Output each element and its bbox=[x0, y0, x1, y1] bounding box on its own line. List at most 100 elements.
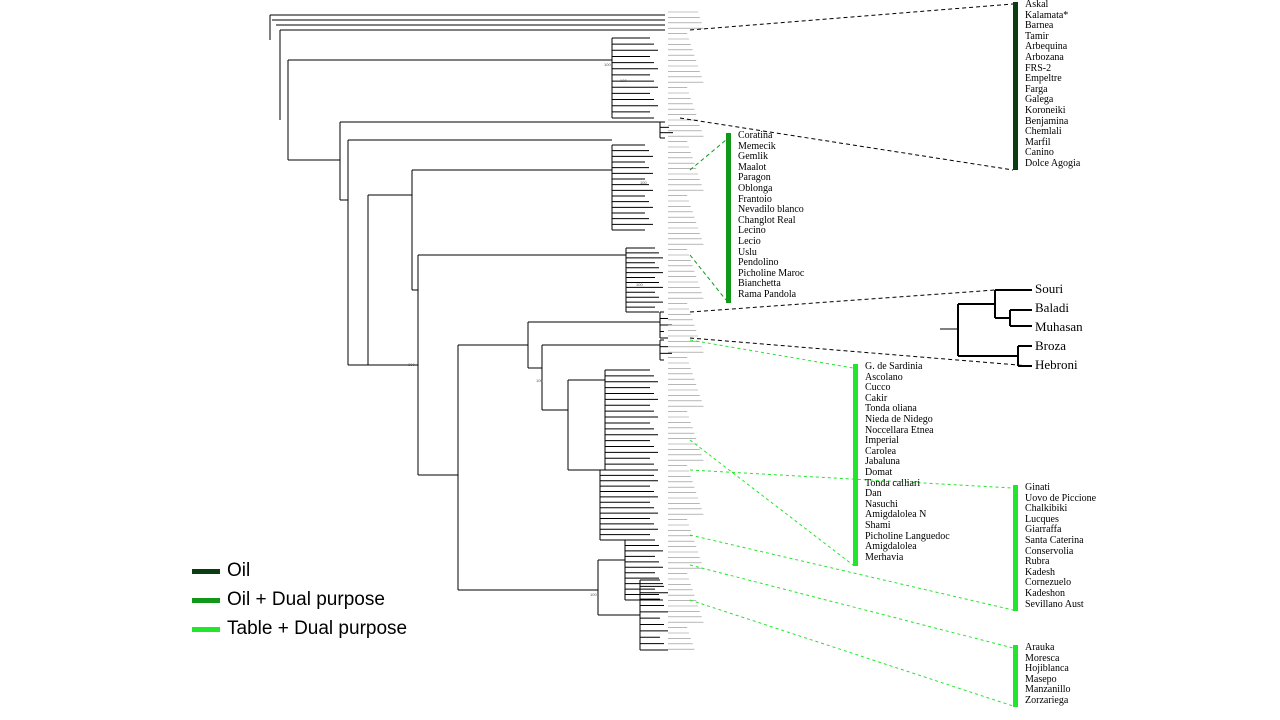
cultivar-name: Amigdalolea N bbox=[865, 509, 927, 521]
cultivar-name: Shami bbox=[865, 519, 891, 531]
connector-line bbox=[689, 337, 1031, 367]
connector-line bbox=[689, 139, 727, 171]
cultivar-name: Arbozana bbox=[1025, 51, 1064, 63]
cultivar-name: Barnea bbox=[1025, 20, 1054, 32]
cultivar-name: Coratina bbox=[738, 130, 773, 141]
cultivar-name: Zorzariega bbox=[1025, 694, 1069, 706]
cultivar-name: Moresca bbox=[1025, 652, 1060, 664]
cultivar-name: Askal bbox=[1025, 0, 1049, 10]
cultivar-name: G. de Sardinia bbox=[865, 361, 923, 372]
table-dual-group-c-bar bbox=[1013, 645, 1018, 707]
bootstrap-label: 100 bbox=[536, 378, 543, 383]
cultivar-name: Bianchetta bbox=[738, 278, 781, 290]
connector-line bbox=[689, 339, 854, 369]
cultivar-name: Lecio bbox=[738, 235, 761, 247]
cultivar-name: Rama Pandola bbox=[738, 288, 797, 300]
cultivar-name: Canino bbox=[1025, 147, 1054, 159]
cultivar-name: Tonda calliari bbox=[865, 477, 921, 489]
cultivar-name: Empeltre bbox=[1025, 73, 1062, 85]
cultivar-name: Ginati bbox=[1025, 482, 1050, 493]
cultivar-name: Imperial bbox=[865, 435, 899, 447]
cultivar-name: Farga bbox=[1025, 83, 1048, 95]
legend-label: Oil + Dual purpose bbox=[227, 589, 385, 610]
bootstrap-label: 100 bbox=[620, 78, 627, 83]
cultivar-name: Dan bbox=[865, 488, 882, 500]
subtree-label-souri: Souri bbox=[1035, 281, 1064, 296]
table-dual-group-a-bar bbox=[853, 364, 858, 566]
cultivar-name: Chemlali bbox=[1025, 126, 1062, 138]
oil-group-bar bbox=[1013, 2, 1018, 170]
bootstrap-label: 100 bbox=[640, 180, 647, 185]
cultivar-name: Memecik bbox=[738, 140, 776, 152]
legend-swatch-oil bbox=[192, 569, 220, 574]
connector-line bbox=[689, 599, 1014, 707]
cultivar-name: Giarraffa bbox=[1025, 524, 1062, 536]
cultivar-name: Gemlik bbox=[738, 151, 768, 163]
cultivar-name: Picholine Languedoc bbox=[865, 530, 950, 542]
cultivar-name: Tamir bbox=[1025, 30, 1049, 42]
legend-swatch-table-dual bbox=[192, 627, 220, 632]
subtree-label-hebroni: Hebroni bbox=[1035, 357, 1078, 372]
subtree-label-baladi: Baladi bbox=[1035, 300, 1069, 315]
cultivar-name: Kadeshon bbox=[1025, 587, 1065, 599]
cultivar-name: Dolce Agogia bbox=[1025, 157, 1081, 169]
cultivar-name: Picholine Maroc bbox=[738, 267, 805, 279]
connector-line bbox=[689, 534, 1014, 611]
cultivar-name: Jabaluna bbox=[865, 456, 900, 468]
cultivar-name: Changlot Real bbox=[738, 214, 796, 226]
cultivar-name: Domat bbox=[865, 466, 893, 478]
cultivar-name: Kalamata* bbox=[1025, 9, 1069, 21]
subtree-label-muhasan: Muhasan bbox=[1035, 319, 1083, 334]
cultivar-name: Marfil bbox=[1025, 136, 1051, 148]
oil-dual-group-bar bbox=[726, 133, 731, 303]
cultivar-name: Lucques bbox=[1025, 513, 1059, 525]
cultivar-name: Uovo de Piccione bbox=[1025, 492, 1097, 504]
connector-line bbox=[679, 117, 1014, 171]
cultivar-name: Rubra bbox=[1025, 556, 1050, 568]
connector-line bbox=[689, 289, 996, 313]
cultivar-name: Manzanillo bbox=[1025, 684, 1071, 696]
cultivar-name: Galega bbox=[1025, 94, 1054, 106]
cultivar-name: Cornezuelo bbox=[1025, 577, 1072, 589]
cultivar-name: Uslu bbox=[738, 246, 757, 258]
bootstrap-label: 100 bbox=[408, 362, 415, 367]
cultivar-name: Lecino bbox=[738, 225, 766, 237]
cultivar-name: Kadesh bbox=[1025, 566, 1055, 578]
connector-line bbox=[689, 469, 1014, 489]
cultivar-name: Nasuchi bbox=[865, 498, 898, 510]
cultivar-name: Merhavia bbox=[865, 551, 904, 563]
cultivar-name: Sevillano Aust bbox=[1025, 598, 1084, 610]
cultivar-name: Maalot bbox=[738, 161, 767, 173]
cultivar-name: Conservolia bbox=[1025, 545, 1074, 557]
legend-label: Oil bbox=[227, 560, 251, 581]
cultivar-name: Ascolano bbox=[865, 371, 903, 383]
cultivar-name: Masepo bbox=[1025, 673, 1057, 685]
cultivar-name: FRS-2 bbox=[1025, 62, 1052, 74]
cultivar-name: Chalkibiki bbox=[1025, 503, 1068, 515]
legend-label: Table + Dual purpose bbox=[227, 618, 408, 639]
cultivar-name: Arbequina bbox=[1025, 41, 1068, 53]
cultivar-name: Cucco bbox=[865, 382, 891, 394]
cultivar-name: Arauka bbox=[1025, 642, 1055, 653]
cultivar-name: Paragon bbox=[738, 172, 771, 184]
cultivar-name: Koroneiki bbox=[1025, 104, 1066, 116]
cultivar-name: Tonda oliana bbox=[865, 403, 917, 415]
table-dual-group-b-bar bbox=[1013, 485, 1018, 611]
cultivar-name: Pendolino bbox=[738, 257, 779, 269]
cultivar-name: Frantoio bbox=[738, 193, 772, 205]
subtree-label-broza: Broza bbox=[1035, 338, 1067, 353]
cultivar-name: Nevadilo blanco bbox=[738, 204, 804, 216]
cultivar-name: Santa Caterina bbox=[1025, 534, 1084, 546]
cultivar-name: Cakir bbox=[865, 392, 888, 404]
cultivar-name: Oblonga bbox=[738, 182, 773, 194]
cultivar-name: Hojiblanca bbox=[1025, 663, 1069, 675]
bootstrap-label: 100 bbox=[636, 282, 643, 287]
bootstrap-label: 100 bbox=[590, 592, 597, 597]
cultivar-name: Carolea bbox=[865, 445, 897, 457]
connector-line bbox=[689, 439, 854, 566]
